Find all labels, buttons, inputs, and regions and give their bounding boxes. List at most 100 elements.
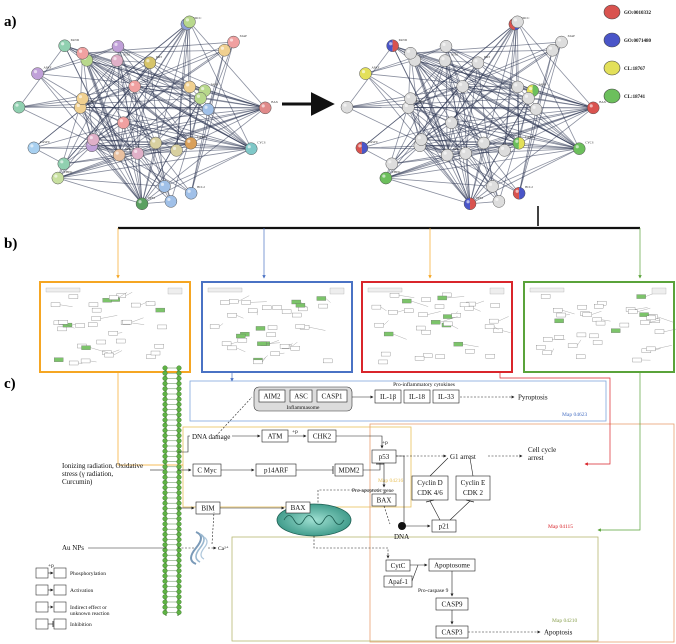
network-node-label: CYCS [257,141,266,145]
map04216-label: Map 04216 [378,478,403,484]
network-right: DRTXRCCXIAPPARPBAXCYCSCASP3BCL2TP53MYCCH… [340,15,607,211]
network-node [143,56,157,70]
thumbnail-connectors [117,372,641,532]
node-il18-label: IL-18 [409,393,425,401]
node-casp1-label: CASP1 [321,393,343,401]
node-p21 [431,519,457,533]
network-node [546,43,559,57]
network-node-label: CASP3 [197,135,207,139]
network-node [194,91,207,105]
network-node-label: PARP [539,83,547,87]
cytokines-label: Pro-inflammatory cytokines [393,381,455,388]
pathway-thumbnail [39,281,191,373]
pathway-thumbnail [201,281,353,373]
network-node [112,148,126,162]
network-node [492,195,506,208]
network-node-label: XIAP [567,34,575,38]
procasp9-label: Pro-caspase 9 [418,588,449,594]
network-node [477,136,490,150]
map04210-label: Map 04210 [552,618,577,624]
network-node-label: MDM2 [86,99,96,103]
network-node-label: TP53 [476,196,483,200]
node-casp9-label: CASP9 [441,601,463,609]
network-node [227,35,240,49]
network-node [440,148,454,162]
network-node [258,101,272,115]
node-cytc [385,559,411,572]
node-bax-mito [285,501,311,514]
node-casp1 [316,389,348,403]
node-asc-label: ASC [294,393,308,401]
proapoptotic-label: Pro-apoptotic gene [352,488,394,494]
au-nps-label: Au NPs [62,544,84,552]
network-node [76,92,89,105]
network-node [183,15,196,29]
network-node [51,171,65,185]
network-node [386,39,399,53]
network-node-label: MYC [453,147,460,151]
node-il18 [403,389,431,404]
node-aim2 [258,389,286,403]
network-node-label: PAND [399,38,408,42]
network-node [76,46,89,60]
network-node [117,116,130,129]
network-node [529,103,543,116]
network-node [459,147,472,160]
network-node-label: APAF [372,66,380,70]
network-node [135,197,149,211]
network-node [355,141,369,155]
network-node [572,142,586,155]
chk2-phos-mark: +p [382,440,388,446]
network-node [111,40,125,53]
pathway-thumbnail [523,281,676,373]
inflammasome-label: Inflammasome [287,404,321,411]
network-node [31,67,44,80]
network-node-label: BCL2 [197,185,205,189]
network-node-label: ATM [451,53,458,57]
pathway-thumbnail [361,281,513,373]
network-node-label: DRT [156,55,162,59]
network-node [445,116,458,129]
network-node [522,91,535,105]
node-apaf1-label: Apaf-1 [388,578,408,586]
network-node [184,186,198,200]
network-node [456,80,469,93]
node-p21-label: p21 [439,523,450,531]
network-node [404,92,417,105]
network-node [57,157,71,171]
network-node [340,100,354,114]
network-edges [18,21,266,205]
node-chk2-label: CHK2 [313,433,332,441]
panel-b-label: b) [4,236,17,252]
network-node-label: BCL2 [525,185,533,189]
pathway-thumbnails [39,281,676,373]
node-bim-label: BIM [201,505,215,513]
legend-label: GO:0071480 [624,39,651,44]
network-node [555,35,568,49]
node-cyclin-d-label: Cyclin D [417,479,442,487]
legend-swatch [603,4,621,20]
network-node [511,80,524,94]
network-node [201,103,215,116]
network-node [12,100,26,114]
node-mdm2-label: MDM2 [338,467,360,475]
network-node-label: DRT [484,55,490,59]
network-node-label: MYC [125,147,132,151]
node-asc [289,389,313,403]
network-node [512,136,526,150]
node-cyclin-e-label: Cyclin E [461,479,486,487]
node-il1b-label: IL-1β [380,393,396,401]
network-node [218,43,231,57]
node-cyclin-e [455,475,491,501]
network-node [586,101,600,115]
node-cmyc-label: C Myc [197,467,216,475]
g1-arrest-label: G1 arrest [450,453,476,461]
network-node [471,56,485,70]
network-edges [346,21,594,205]
node-cyclin-d [411,475,449,501]
network-node [439,40,453,53]
network-node-label: CASP9 [368,140,378,144]
calcium-label: Ca²⁺ [218,546,229,552]
